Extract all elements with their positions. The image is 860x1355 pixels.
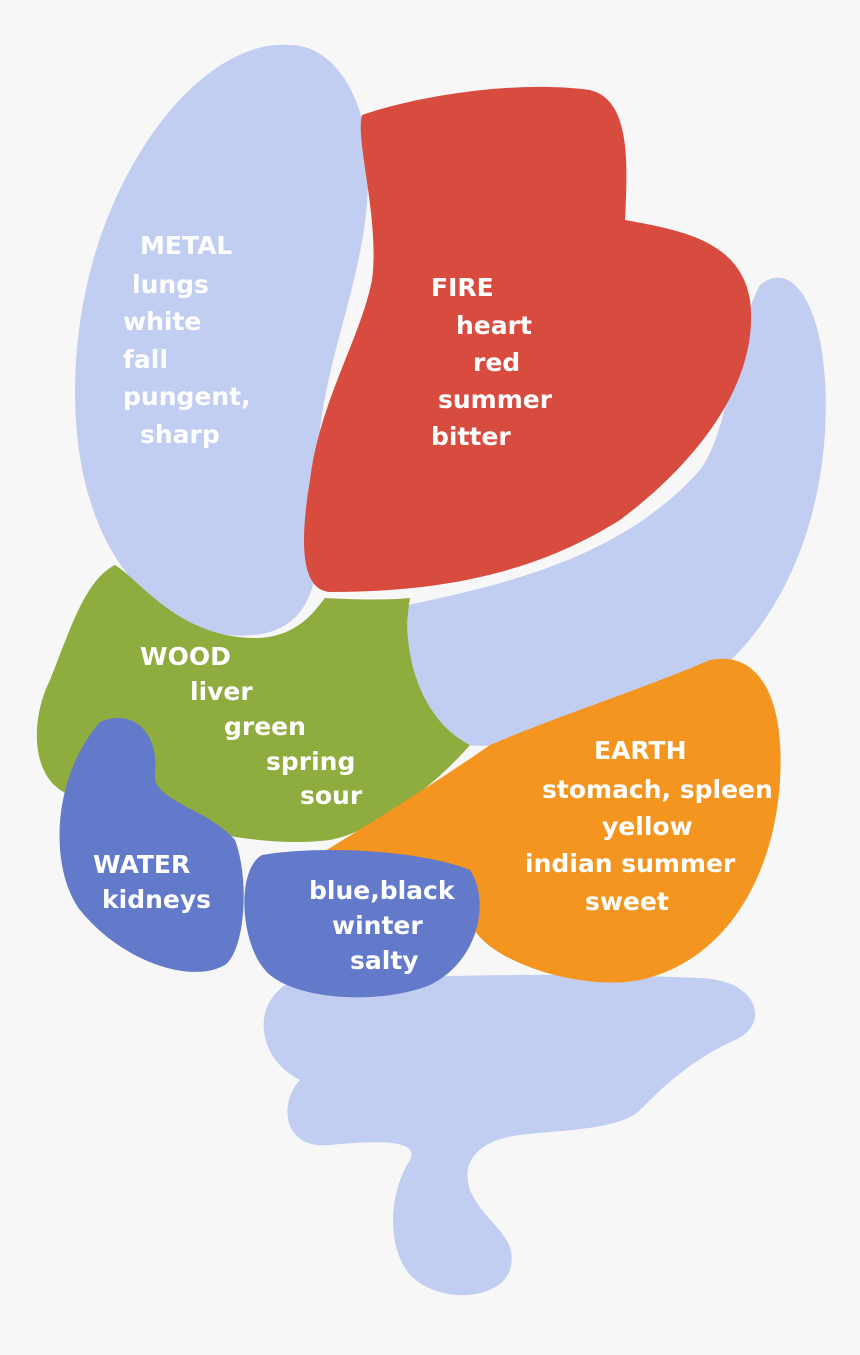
stomach-shape xyxy=(407,277,826,746)
metal-item-white: white xyxy=(123,307,202,336)
metal-item-fall: fall xyxy=(123,345,168,374)
wood-item-green: green xyxy=(224,712,306,741)
water-title: WATER xyxy=(93,850,191,879)
wood-item-spring: spring xyxy=(266,747,356,776)
metal-item-lungs: lungs xyxy=(132,270,209,299)
water-item-blue-black: blue,black xyxy=(309,876,455,905)
metal-shape xyxy=(75,44,369,636)
fire-item-summer: summer xyxy=(438,385,553,414)
fire-shape xyxy=(304,86,752,592)
water-item-winter: winter xyxy=(332,911,423,940)
metal-item-sharp: sharp xyxy=(140,420,220,449)
water-shape-right xyxy=(244,850,480,998)
fire-title: FIRE xyxy=(431,273,494,302)
water-item-salty: salty xyxy=(350,946,419,975)
wood-title: WOOD xyxy=(140,642,231,671)
metal-title: METAL xyxy=(140,231,233,260)
wood-item-sour: sour xyxy=(300,781,363,810)
earth-item-sweet: sweet xyxy=(585,887,669,916)
fire-item-red: red xyxy=(473,348,521,377)
fire-item-bitter: bitter xyxy=(431,422,511,451)
earth-item-stomach-spleen: stomach, spleen xyxy=(542,775,773,804)
earth-item-indian-summer: indian summer xyxy=(525,849,736,878)
earth-item-yellow: yellow xyxy=(602,812,693,841)
earth-title: EARTH xyxy=(594,736,687,765)
metal-item-pungent: pungent, xyxy=(123,382,251,411)
intestine-shape xyxy=(263,974,756,1296)
water-item-kidneys: kidneys xyxy=(102,885,212,914)
fire-item-heart: heart xyxy=(456,311,532,340)
wood-item-liver: liver xyxy=(190,677,253,706)
water-shape-left xyxy=(59,717,244,972)
